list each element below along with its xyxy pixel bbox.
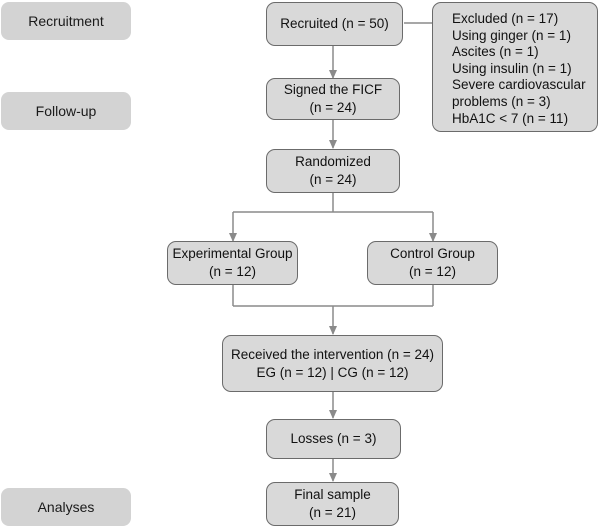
losses-text: Losses (n = 3) — [290, 431, 377, 446]
control-group-box: Control Group (n = 12) — [367, 241, 498, 285]
final-sample-title: Final sample — [294, 487, 371, 502]
excluded-line-ascites: Ascites (n = 1) — [452, 44, 539, 60]
control-group-count: (n = 12) — [409, 264, 456, 279]
intervention-box: Received the intervention (n = 24) EG (n… — [222, 335, 443, 392]
final-sample-box: Final sample (n = 21) — [266, 482, 399, 526]
control-group-title: Control Group — [390, 246, 475, 261]
intervention-title: Received the intervention (n = 24) — [231, 346, 434, 362]
losses-box: Losses (n = 3) — [266, 419, 401, 459]
intervention-groups: EG (n = 12) | CG (n = 12) — [256, 364, 409, 380]
experimental-group-box: Experimental Group (n = 12) — [167, 241, 298, 285]
excluded-box: Excluded (n = 17) Using ginger (n = 1) A… — [432, 2, 598, 132]
excluded-line-insulin: Using insulin (n = 1) — [452, 60, 572, 76]
signed-ficf-title: Signed the FICF — [283, 82, 383, 97]
recruited-text: Recruited (n = 50) — [280, 16, 389, 31]
experimental-group-title: Experimental Group — [172, 246, 293, 261]
signed-ficf-count: (n = 24) — [309, 100, 357, 115]
excluded-line-ginger: Using ginger (n = 1) — [452, 27, 571, 43]
recruited-box: Recruited (n = 50) — [266, 2, 403, 46]
excluded-line-cardiovascular-count: problems (n = 3) — [452, 93, 551, 109]
experimental-group-count: (n = 12) — [209, 264, 256, 279]
final-sample-count: (n = 21) — [309, 505, 356, 520]
randomized-box: Randomized (n = 24) — [266, 149, 400, 193]
stage-label-recruitment: Recruitment — [1, 2, 131, 40]
excluded-line-cardiovascular: Severe cardiovascular — [452, 77, 586, 93]
signed-ficf-box: Signed the FICF (n = 24) — [266, 78, 400, 120]
excluded-line-total: Excluded (n = 17) — [452, 11, 559, 26]
randomized-count: (n = 24) — [309, 172, 357, 187]
stage-label-analyses: Analyses — [1, 488, 131, 526]
randomized-title: Randomized — [295, 154, 371, 169]
excluded-line-hba1c: HbA1C < 7 (n = 11) — [452, 110, 569, 126]
stage-label-follow-up: Follow-up — [1, 92, 131, 130]
